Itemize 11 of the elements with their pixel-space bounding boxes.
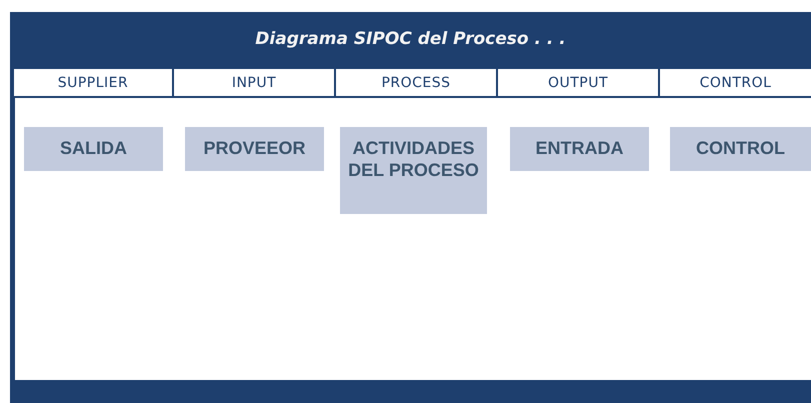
process-box: PROVEEOR <box>185 127 324 171</box>
process-box: CONTROL <box>670 127 811 171</box>
process-box: SALIDA <box>24 127 163 171</box>
diagram-title: Diagrama SIPOC del Proceso . . . <box>254 28 567 51</box>
column-header: PROCESS <box>336 69 496 96</box>
column-header: CONTROL <box>660 69 811 96</box>
process-box: ENTRADA <box>510 127 649 171</box>
column-header: OUTPUT <box>498 69 658 96</box>
process-box: ACTIVIDADES DEL PROCESO <box>340 127 487 214</box>
column-header: INPUT <box>174 69 334 96</box>
column-header: SUPPLIER <box>14 69 172 96</box>
